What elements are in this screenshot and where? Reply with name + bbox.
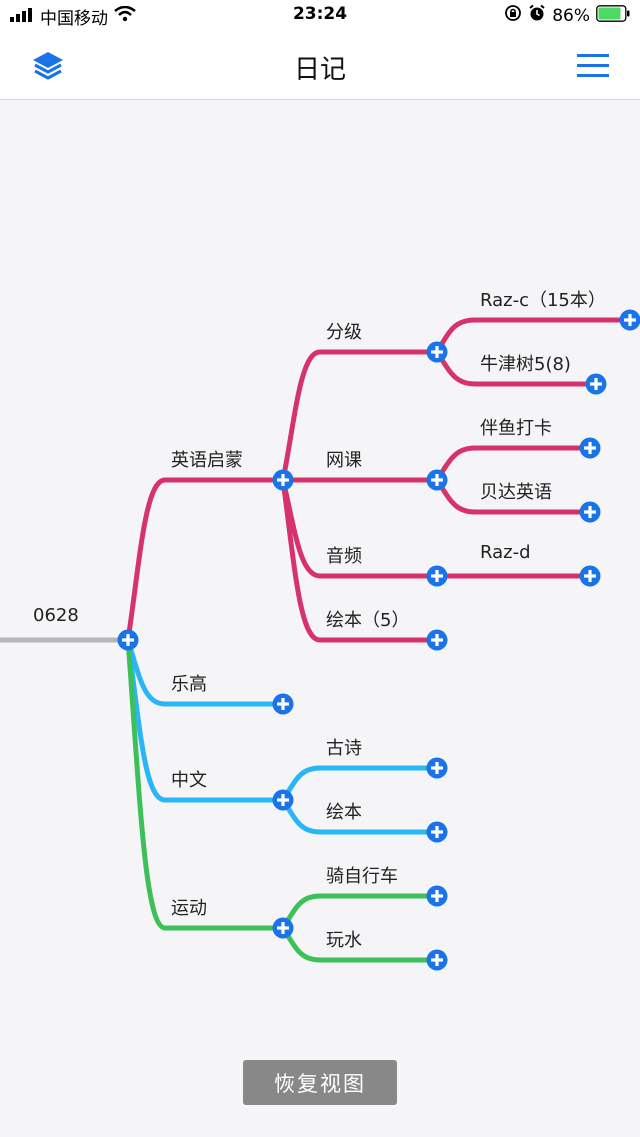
- expand-node-sports-icon[interactable]: [272, 917, 294, 939]
- mindmap-canvas[interactable]: 0628 英语启蒙 分级 Raz-c（15本） 牛津树5(8) 网课 伴鱼打卡 …: [0, 100, 640, 1137]
- node-label-english[interactable]: 英语启蒙: [171, 450, 243, 471]
- node-label-water[interactable]: 玩水: [326, 930, 362, 951]
- menu-icon[interactable]: [576, 52, 610, 80]
- mindmap-connections: [0, 317, 633, 963]
- layers-icon[interactable]: [31, 50, 65, 82]
- node-label-chinese[interactable]: 中文: [171, 770, 207, 791]
- expand-node-chinese-icon[interactable]: [272, 789, 294, 811]
- expand-node-lego-icon[interactable]: [272, 693, 294, 715]
- carrier-name: 中国移动: [40, 9, 108, 29]
- expand-node-chinese-picture-books-icon[interactable]: [426, 821, 448, 843]
- expand-node-oxford-icon[interactable]: [585, 373, 607, 395]
- node-label-root[interactable]: 0628: [33, 605, 79, 626]
- expand-node-graded-icon[interactable]: [426, 341, 448, 363]
- expand-node-beida-icon[interactable]: [579, 501, 601, 523]
- status-bar: 中国移动 23:24 86%: [0, 0, 640, 32]
- expand-node-banyu-icon[interactable]: [579, 437, 601, 459]
- node-label-raz-d[interactable]: Raz-d: [480, 542, 531, 563]
- node-label-beida[interactable]: 贝达英语: [480, 482, 552, 503]
- expand-node-english-icon[interactable]: [272, 469, 294, 491]
- restore-view-button[interactable]: 恢复视图: [243, 1060, 397, 1105]
- rotation-lock-icon: [504, 4, 522, 27]
- expand-node-audio-icon[interactable]: [426, 565, 448, 587]
- node-label-audio[interactable]: 音频: [326, 546, 362, 567]
- expand-node-root-icon[interactable]: [117, 629, 139, 651]
- expand-node-raz-d-icon[interactable]: [579, 565, 601, 587]
- status-time: 23:24: [292, 4, 348, 24]
- node-label-picture-books-5[interactable]: 绘本（5）: [326, 610, 410, 631]
- signal-icon: [10, 7, 34, 27]
- node-label-oxford[interactable]: 牛津树5(8): [480, 354, 571, 375]
- node-label-banyu[interactable]: 伴鱼打卡: [480, 418, 552, 439]
- node-label-chinese-picture-books[interactable]: 绘本: [326, 802, 362, 823]
- expand-node-water-icon[interactable]: [426, 949, 448, 971]
- alarm-icon: [528, 4, 546, 27]
- nav-bar: 日记: [0, 32, 640, 100]
- expand-node-cycling-icon[interactable]: [426, 885, 448, 907]
- battery-percent: 86%: [552, 5, 590, 26]
- node-label-raz-c[interactable]: Raz-c（15本）: [480, 290, 606, 311]
- page-title: 日记: [293, 55, 346, 85]
- node-label-sports[interactable]: 运动: [171, 898, 207, 919]
- node-label-cycling[interactable]: 骑自行车: [326, 866, 398, 887]
- node-label-lego[interactable]: 乐高: [171, 674, 207, 695]
- node-label-online[interactable]: 网课: [326, 450, 362, 471]
- node-label-graded[interactable]: 分级: [326, 322, 362, 343]
- expand-node-raz-c-icon[interactable]: [619, 309, 640, 331]
- expand-node-picture-books-5-icon[interactable]: [426, 629, 448, 651]
- expand-node-online-icon[interactable]: [426, 469, 448, 491]
- battery-icon: [596, 4, 630, 27]
- expand-node-poems-icon[interactable]: [426, 757, 448, 779]
- node-label-poems[interactable]: 古诗: [326, 738, 362, 759]
- wifi-icon: [114, 5, 136, 27]
